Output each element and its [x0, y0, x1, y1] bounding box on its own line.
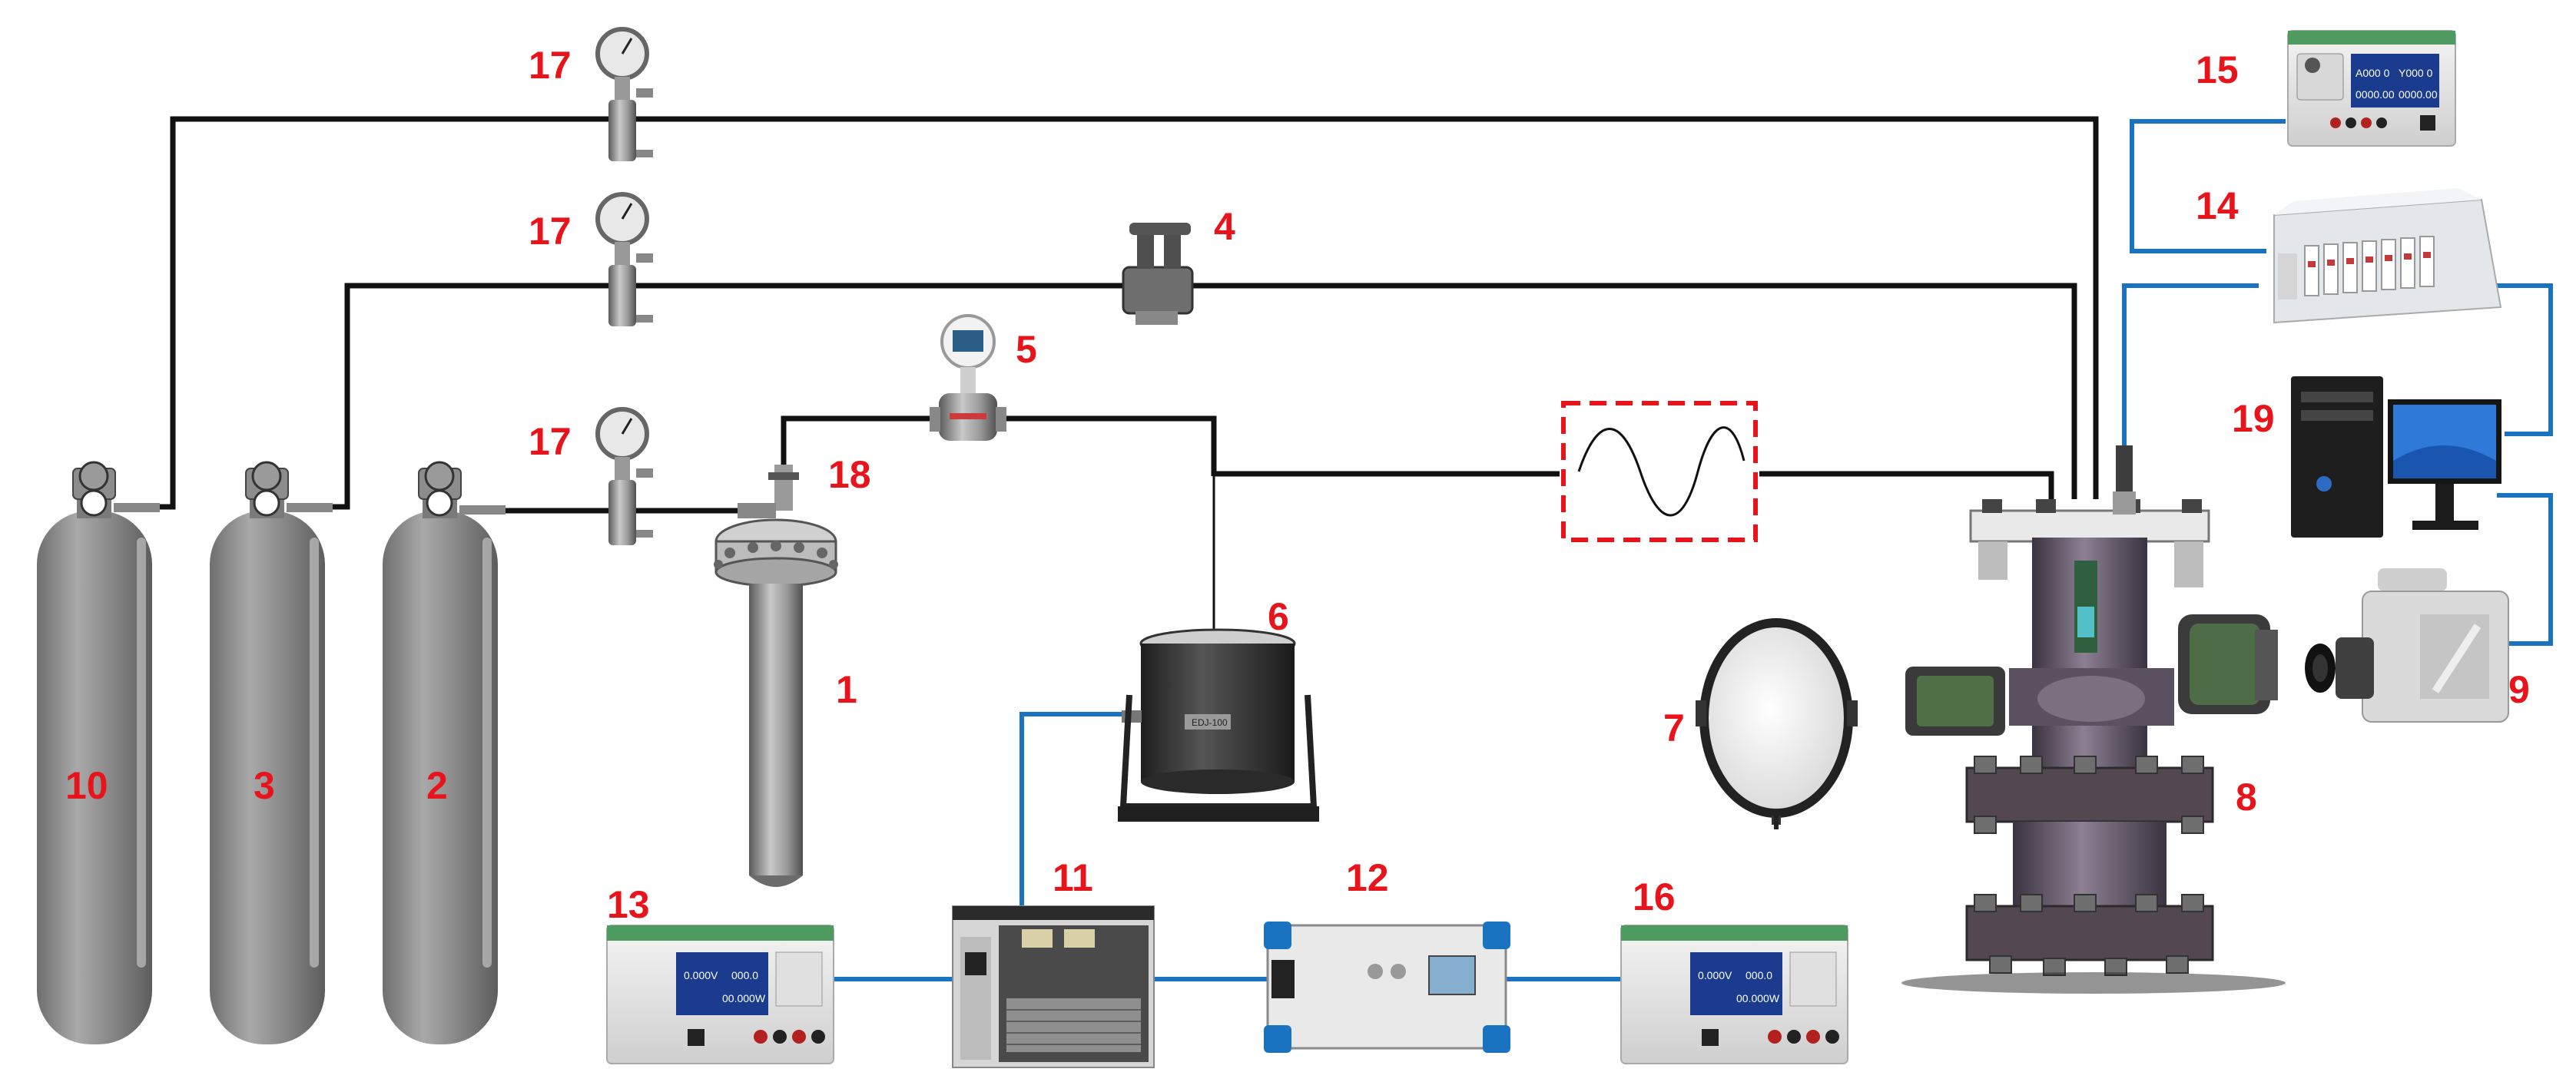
label-4: 4 — [1214, 205, 1235, 248]
label-2: 2 — [426, 764, 448, 807]
computer-19 — [2291, 376, 2501, 538]
cylinder-valve-3 — [245, 461, 333, 517]
signal-line-14-sensor — [2122, 283, 2259, 445]
pressure-vessel-1 — [714, 518, 838, 887]
label-7: 7 — [1663, 706, 1685, 750]
signal-waveform-box — [1561, 401, 1758, 542]
mass-meter-6: EDJ-100 — [1118, 628, 1319, 822]
power-supply-13: 0.000V 000.0 00.000W — [606, 925, 834, 1064]
pressure-regulator-top — [595, 27, 653, 161]
power-supply-15: A000 0 Y000 0 0000.00 0000.00 — [2287, 30, 2456, 147]
signal-lines — [830, 119, 2553, 981]
amplifier-11 — [952, 905, 1155, 1068]
label-19: 19 — [2232, 397, 2275, 440]
flowmeter-5 — [930, 314, 1006, 441]
gas-line-cylinder-10 — [157, 116, 2099, 510]
gas-line-cylinder-3 — [330, 283, 2077, 510]
label-1: 1 — [836, 668, 857, 711]
pressure-regulator-middle — [595, 192, 653, 326]
power-supply-16: 0.000V 000.0 00.000W — [1620, 925, 1848, 1064]
cylinder-valve-2 — [418, 461, 506, 517]
label-9: 9 — [2508, 668, 2530, 711]
psu15-readout-bottom-b: 0000.00 — [2399, 88, 2438, 101]
label-18: 18 — [828, 453, 871, 496]
label-13: 13 — [607, 883, 650, 926]
signal-line-11-6 — [1019, 712, 1122, 914]
psu15-readout-top: A000 0 — [2356, 67, 2390, 79]
valve-4 — [1122, 223, 1194, 325]
psu16-readout-top-b: 000.0 — [1746, 969, 1772, 981]
psu15-readout-bottom: 0000.00 — [2356, 88, 2395, 101]
high-speed-camera-9 — [2305, 568, 2509, 723]
test-chamber-8 — [1901, 445, 2286, 994]
label-15: 15 — [2196, 48, 2239, 91]
data-acquisition-14 — [2273, 188, 2502, 324]
fitting-18 — [738, 465, 799, 518]
label-5: 5 — [1016, 328, 1037, 371]
label-17-bottom: 17 — [529, 420, 572, 463]
label-12: 12 — [1346, 856, 1389, 899]
gas-line-after-signal — [1759, 471, 2054, 503]
pressure-regulator-bottom — [595, 407, 653, 545]
light-source-7 — [1696, 618, 1858, 829]
signal-line-14-19 — [2482, 283, 2553, 436]
label-17-middle: 17 — [529, 210, 572, 253]
label-6: 6 — [1268, 595, 1289, 638]
label-17-top: 17 — [529, 44, 572, 87]
label-3: 3 — [254, 764, 275, 807]
label-16: 16 — [1633, 875, 1676, 918]
psu15-readout-top-b: Y000 0 — [2399, 67, 2433, 79]
controller-12 — [1264, 922, 1510, 1053]
cylinder-valve-10 — [72, 461, 160, 517]
signal-line-15-14 — [2130, 119, 2286, 253]
psu16-readout-bottom: 00.000W — [1736, 992, 1780, 1004]
chamber-window-right — [2178, 614, 2278, 714]
component-labels: 1 2 3 4 5 6 7 8 9 10 11 12 13 14 15 16 1… — [65, 44, 2530, 926]
label-10: 10 — [65, 764, 108, 807]
psu13-readout-top: 0.000V — [684, 969, 718, 981]
gas-cylinder-10 — [37, 461, 160, 1044]
psu13-readout-bottom: 00.000W — [722, 992, 766, 1004]
gas-cylinder-3 — [210, 461, 333, 1044]
meter-label: EDJ-100 — [1192, 717, 1228, 728]
label-8: 8 — [2236, 776, 2257, 819]
psu16-readout-top: 0.000V — [1698, 969, 1732, 981]
psu13-readout-top-b: 000.0 — [731, 969, 758, 981]
chamber-window-left — [1905, 667, 2005, 736]
gas-cylinder-2 — [383, 461, 506, 1044]
label-11: 11 — [1053, 856, 1093, 899]
label-14: 14 — [2196, 184, 2239, 227]
signal-line-19-9 — [2497, 493, 2553, 646]
